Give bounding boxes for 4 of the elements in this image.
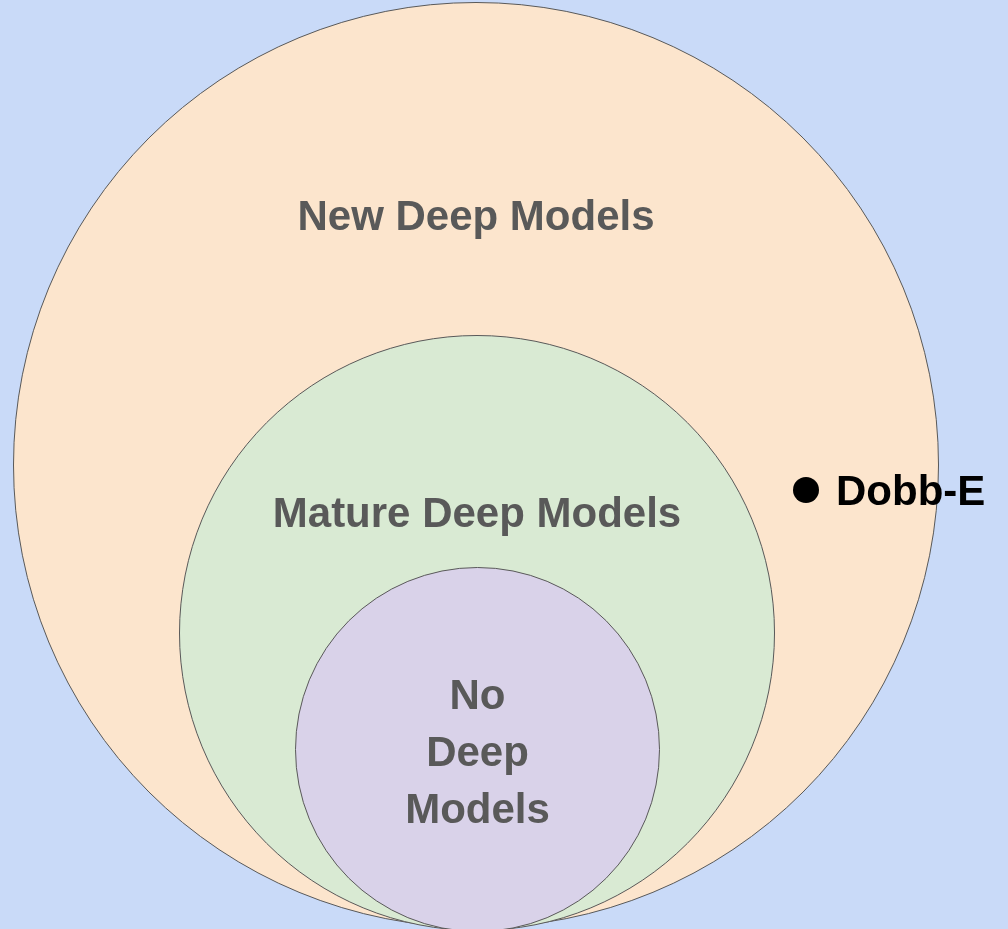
point-label: Dobb-E	[836, 468, 986, 514]
circle-label: New Deep Models	[296, 191, 656, 241]
circle-label: Mature Deep Models	[271, 488, 683, 538]
circle-label: No Deep Models	[404, 670, 551, 834]
